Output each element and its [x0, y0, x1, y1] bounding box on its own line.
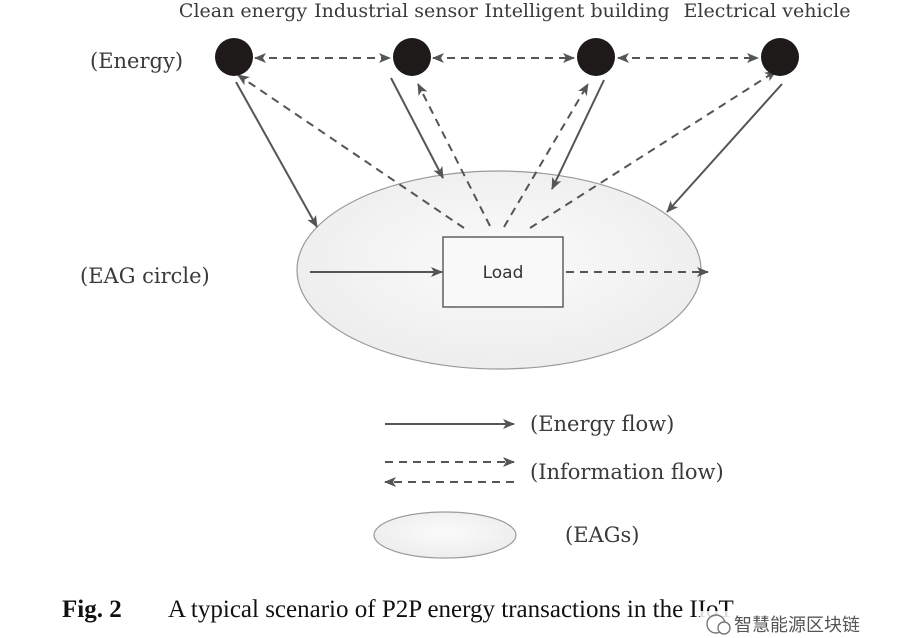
energy-row-label: (Energy) [90, 49, 183, 73]
load-box [442, 236, 564, 308]
info-arrow-to-vehicle [529, 70, 777, 229]
watermark-text: 智慧能源区块链 [734, 615, 860, 636]
load-label: Load [483, 263, 524, 283]
energy-arrow-vehicle [666, 83, 783, 213]
node-clean-energy [215, 38, 253, 76]
node-industrial-sensor [393, 38, 431, 76]
info-arrow-to-clean [237, 74, 465, 229]
legend-information-flow: (Information flow) [530, 460, 724, 484]
legend-energy-flow: (Energy flow) [530, 412, 674, 436]
node-label-electrical-vehicle: Electrical vehicle [684, 0, 851, 22]
node-intelligent-building [577, 38, 615, 76]
node-label-clean-energy: Clean energy [179, 0, 307, 22]
info-arrow-to-industrial [417, 83, 491, 227]
energy-arrow-building [551, 79, 605, 190]
node-electrical-vehicle [761, 38, 799, 76]
eag-circle-label: (EAG circle) [80, 264, 210, 288]
figure-caption: A typical scenario of P2P energy transac… [168, 596, 734, 623]
watermark: 智慧能源区块链 [700, 611, 914, 638]
energy-arrow-clean [235, 81, 318, 228]
figure-number: Fig. 2 [62, 596, 122, 623]
node-label-industrial-sensor: Industrial sensor [314, 0, 479, 22]
legend-eag-ellipse [373, 511, 517, 559]
energy-arrow-industrial [390, 77, 444, 179]
legend-eags: (EAGs) [565, 523, 639, 547]
node-label-intelligent-building: Intelligent building [484, 0, 669, 22]
